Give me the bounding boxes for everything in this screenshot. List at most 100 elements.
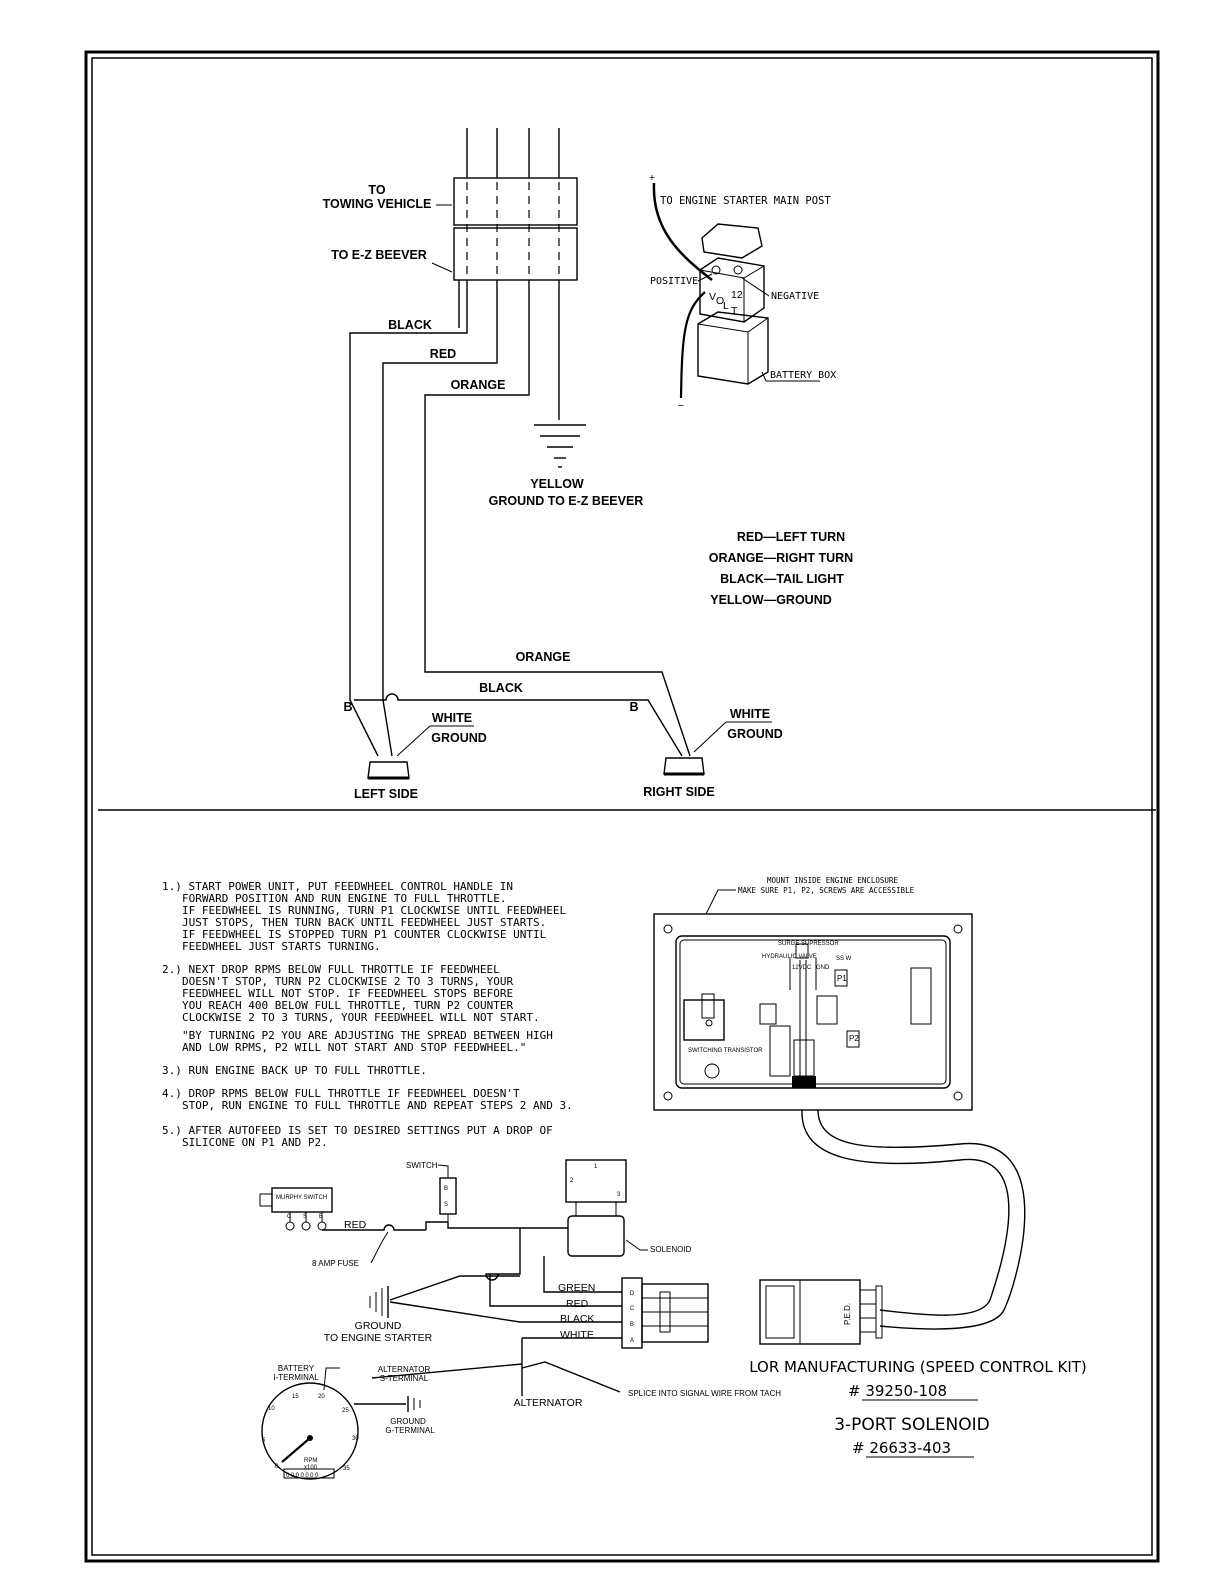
tach-35: 35 (343, 1466, 350, 1472)
label-towing-vehicle: TOWING VEHICLE (323, 197, 432, 211)
legend-orange: ORANGE—RIGHT TURN (709, 551, 853, 565)
label-ssw: SS W (836, 956, 852, 962)
label-alt-s-terminal-2: S-TERMINAL (380, 1374, 429, 1383)
step-1-line-2: FORWARD POSITION AND RUN ENGINE TO FULL … (182, 892, 507, 905)
label-switching-transistor: SWITCHING TRANSISTOR (688, 1048, 763, 1054)
orange-wire (424, 280, 691, 757)
step-2-line-7: AND LOW RPMS, P2 WILL NOT START AND STOP… (182, 1041, 526, 1054)
step-5-line-2: SILICONE ON P1 AND P2. (182, 1136, 328, 1149)
label-g-ground-2: G-TERMINAL (385, 1426, 435, 1435)
outer-frame (84, 50, 1160, 1563)
minus-sign: − (678, 400, 684, 412)
solenoid (565, 1159, 627, 1257)
label-12vdc: 12VDC (792, 965, 812, 971)
label-red-wire: RED (344, 1219, 367, 1231)
tach-10: 10 (268, 1406, 275, 1412)
step-2-line-3: FEEDWHEEL WILL NOT STOP. IF FEEDWHEEL ST… (182, 987, 513, 1000)
tach-rpm: RPM (304, 1458, 317, 1464)
step-3-line-1: 3.) RUN ENGINE BACK UP TO FULL THROTTLE. (162, 1064, 427, 1077)
label-p1: P1 (837, 974, 847, 983)
pointer-beever (431, 262, 453, 273)
legend-red: RED—LEFT TURN (737, 530, 845, 544)
left-lamp (367, 761, 410, 779)
label-black: BLACK (388, 318, 432, 332)
label-switch: SWITCH (406, 1161, 438, 1170)
red-fuse-wire (322, 1224, 426, 1231)
battery-illustration: + − 12 V O L T (649, 172, 769, 412)
mount-note-1: MOUNT INSIDE ENGINE ENCLOSURE (767, 876, 898, 885)
volt-t: T (731, 305, 738, 317)
step-2-line-2: DOESN'T STOP, TURN P2 CLOCKWISE 2 TO 3 T… (182, 975, 514, 988)
trailer-connector (453, 128, 578, 281)
step-4-line-1: 4.) DROP RPMS BELOW FULL THROTTLE IF FEE… (162, 1087, 520, 1100)
label-ground-starter-2: TO ENGINE STARTER (324, 1332, 433, 1344)
inner-frame (91, 57, 1153, 1556)
switch-pin-b: B (444, 1186, 448, 1192)
label-murphy-c: C (287, 1214, 292, 1220)
tach-30: 30 (352, 1436, 359, 1442)
green-to-plug (543, 1256, 622, 1293)
step-5-line-1: 5.) AFTER AUTOFEED IS SET TO DESIRED SET… (162, 1124, 553, 1137)
solenoid-pin-3: 3 (617, 1192, 621, 1198)
label-negative: NEGATIVE (771, 291, 819, 302)
label-red-plug: RED (566, 1298, 589, 1310)
murphy-switch (259, 1187, 333, 1231)
solenoid-pin-2: 2 (570, 1178, 574, 1184)
legend-black: BLACK—TAIL LIGHT (720, 572, 844, 586)
volt-v: V (709, 291, 716, 303)
label-murphy-b: B (319, 1214, 323, 1220)
red-wire (382, 280, 498, 757)
splice-line (521, 1361, 621, 1393)
plug-pin-d: D (630, 1291, 635, 1297)
tach-0: 0 (275, 1464, 279, 1470)
label-solenoid: SOLENOID (650, 1245, 692, 1254)
step-2-line-1: 2.) NEXT DROP RPMS BELOW FULL THROTTLE I… (162, 963, 500, 976)
step-1-line-3: IF FEEDWHEEL IS RUNNING, TURN P1 CLOCKWI… (182, 904, 566, 917)
black-to-plug (389, 1301, 622, 1323)
tachometer (261, 1382, 359, 1480)
tach-20: 20 (318, 1394, 325, 1400)
ground-starter-symbol (369, 1286, 389, 1318)
right-ground-label: GROUND (727, 727, 783, 741)
mount-pointer (705, 889, 736, 915)
ped-plug (759, 1279, 883, 1345)
left-b-label: B (343, 700, 352, 714)
label-white-plug: WHITE (560, 1329, 594, 1341)
black-wire-crossover (354, 693, 683, 757)
cable-inner (817, 1109, 1026, 1330)
right-lamp (663, 757, 705, 775)
ground-wire-up (389, 1275, 520, 1301)
negative-cable (679, 291, 706, 399)
step-2-line-6: "BY TURNING P2 YOU ARE ADJUSTING THE SPR… (182, 1029, 553, 1042)
step-1-line-6: FEEDWHEEL JUST STARTS TURNING. (182, 940, 381, 953)
label-murphy-s: S (303, 1214, 307, 1220)
label-battery-terminal-2: I-TERMINAL (273, 1373, 319, 1382)
left-white-label: WHITE (432, 711, 472, 725)
label-yellow: YELLOW (530, 477, 584, 491)
tach-x100: x100 (304, 1465, 318, 1471)
label-murphy-switch: MURPHY SWITCH (276, 1195, 327, 1201)
step-2-line-5: CLOCKWISE 2 TO 3 TURNS, YOUR FEEDWHEEL W… (182, 1011, 540, 1024)
label-splice: SPLICE INTO SIGNAL WIRE FROM TACH (628, 1389, 781, 1398)
fuse-pointer (370, 1231, 389, 1264)
step-1-line-5: IF FEEDWHEEL IS STOPPED TURN P1 COUNTER … (182, 928, 547, 941)
step-2-line-4: YOU REACH 400 BELOW FULL THROTTLE, TURN … (182, 999, 514, 1012)
label-battery-terminal-1: BATTERY (278, 1364, 315, 1373)
label-g-ground-1: GROUND (390, 1417, 426, 1426)
label-ped: P.E.D. (843, 1303, 852, 1325)
right-white-label: WHITE (730, 707, 770, 721)
label-to-engine-starter: TO ENGINE STARTER MAIN POST (660, 195, 831, 207)
solenoid-title: 3-PORT SOLENOID (834, 1415, 990, 1435)
label-ground-to-beever: GROUND TO E-Z BEEVER (489, 494, 644, 508)
tach-odometer: 0000000 (286, 1473, 320, 1479)
instructions-block: 1.) START POWER UNIT, PUT FEEDWHEEL CONT… (162, 880, 573, 1149)
label-battery-box: BATTERY BOX (770, 370, 836, 381)
label-red: RED (430, 347, 456, 361)
label-positive: POSITIVE (650, 276, 698, 287)
plug-pin-b: B (630, 1322, 634, 1328)
label-black-plug: BLACK (560, 1313, 594, 1325)
label-to: TO (368, 183, 385, 197)
volt-o: O (716, 295, 724, 307)
g-terminal-ground-symbol (407, 1396, 421, 1412)
